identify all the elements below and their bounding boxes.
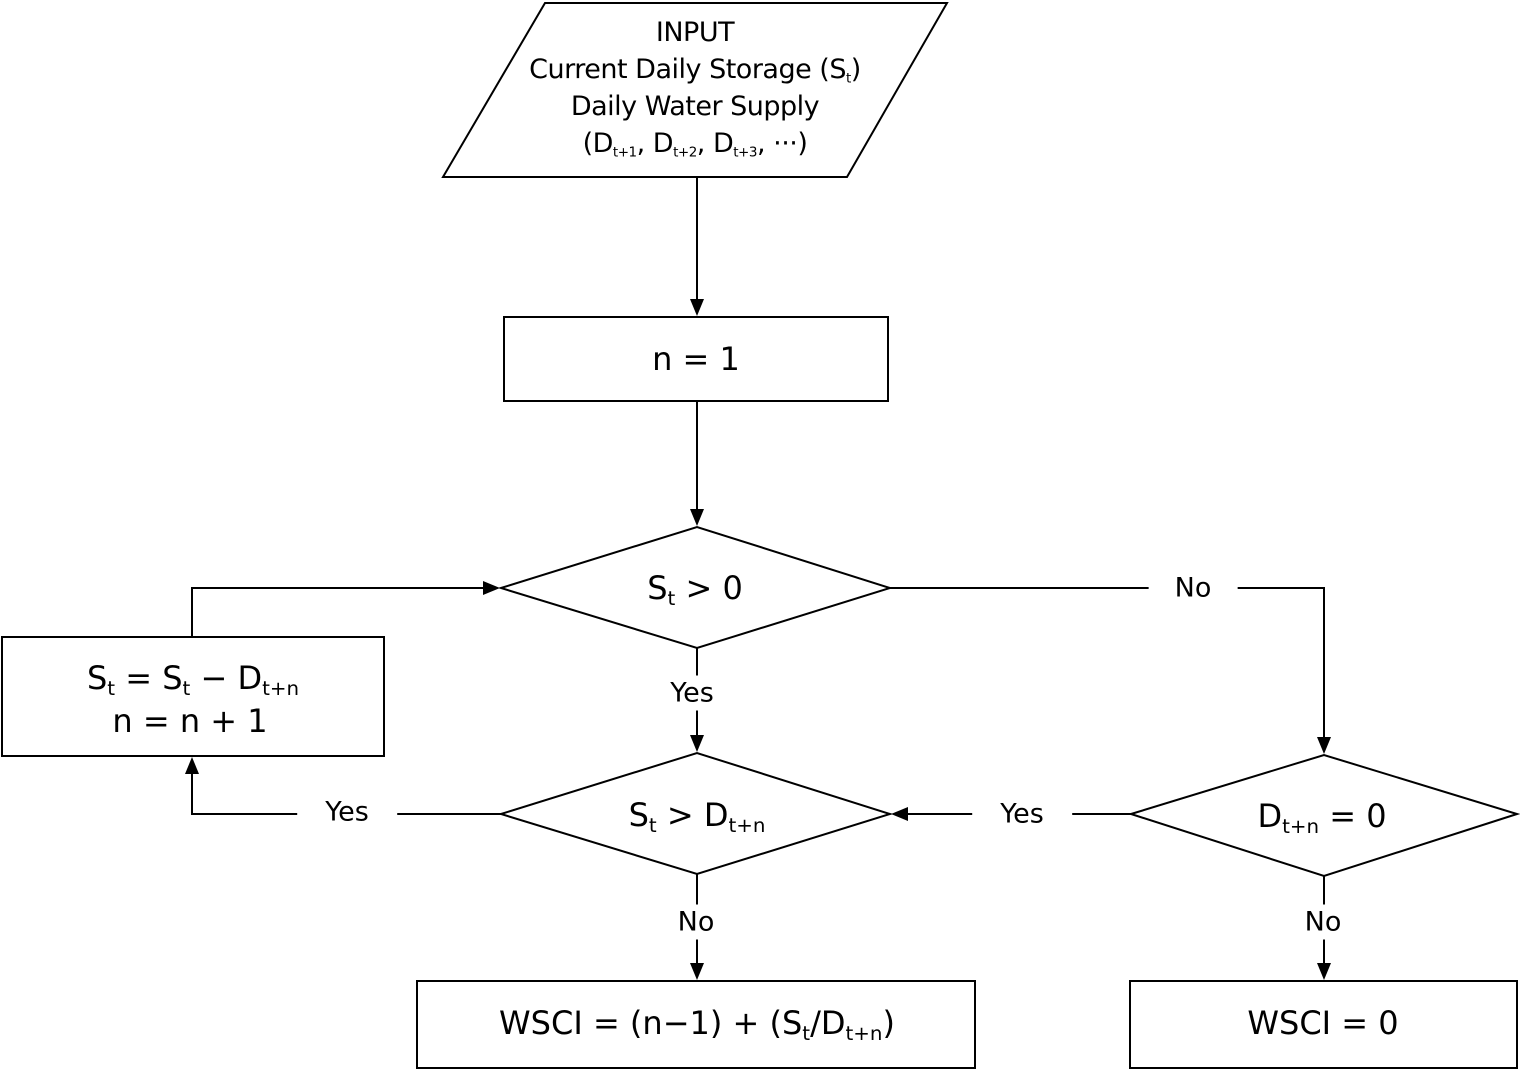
arrowhead-decision3-top: [1317, 737, 1331, 754]
arrowhead-init: [690, 299, 704, 316]
init-box-text: n = 1: [652, 340, 740, 378]
arrowhead-result2: [1317, 963, 1331, 980]
arrowhead-decision1-left: [483, 581, 500, 595]
label-decision3-yes: Yes: [972, 800, 1072, 828]
input-parallelogram: [441, 1, 949, 178]
decision2-diamond: [497, 751, 894, 876]
connector-decision2-yes: [191, 771, 501, 815]
arrowhead-decision2-top: [690, 735, 704, 752]
arrowhead-update-box: [185, 757, 199, 774]
result1-text: WSCI = (n−1) + (St/Dt+n): [499, 1004, 895, 1045]
input-supply-series: (Dt+1, Dt+2, Dt+3, ···): [582, 128, 808, 161]
result2-text: WSCI = 0: [1247, 1004, 1399, 1042]
input-title: INPUT: [655, 17, 735, 48]
label-decision2-no: No: [669, 904, 723, 940]
decision3-text: Dt+n = 0: [1257, 797, 1387, 838]
decision3-diamond: [1127, 753, 1520, 878]
update-box-shape: [1, 636, 385, 757]
connector-update-loop: [191, 587, 486, 637]
decision1-text: St > 0: [647, 569, 743, 610]
result1-box-shape: [416, 980, 976, 1069]
decision2-text: St > Dt+n: [628, 796, 766, 837]
arrowhead-result1: [690, 963, 704, 980]
input-text: INPUT Current Daily Storage (St) Daily W…: [529, 14, 861, 162]
arrowhead-decision2-right: [891, 807, 908, 821]
update-box-line2: n = n + 1: [112, 702, 268, 740]
update-box-line1: St = St − Dt+n: [86, 659, 300, 700]
input-current-storage: Current Daily Storage (St): [529, 54, 861, 87]
result2-box-shape: [1129, 980, 1518, 1069]
connector-decision1-no: [890, 587, 1325, 740]
input-daily-supply: Daily Water Supply: [570, 91, 820, 122]
label-decision1-yes: Yes: [662, 675, 722, 711]
arrowhead-decision1: [690, 509, 704, 526]
label-decision3-no: No: [1296, 904, 1350, 940]
init-box-shape: [503, 316, 889, 402]
label-decision1-no: No: [1148, 574, 1238, 602]
label-decision2-yes: Yes: [297, 798, 397, 826]
